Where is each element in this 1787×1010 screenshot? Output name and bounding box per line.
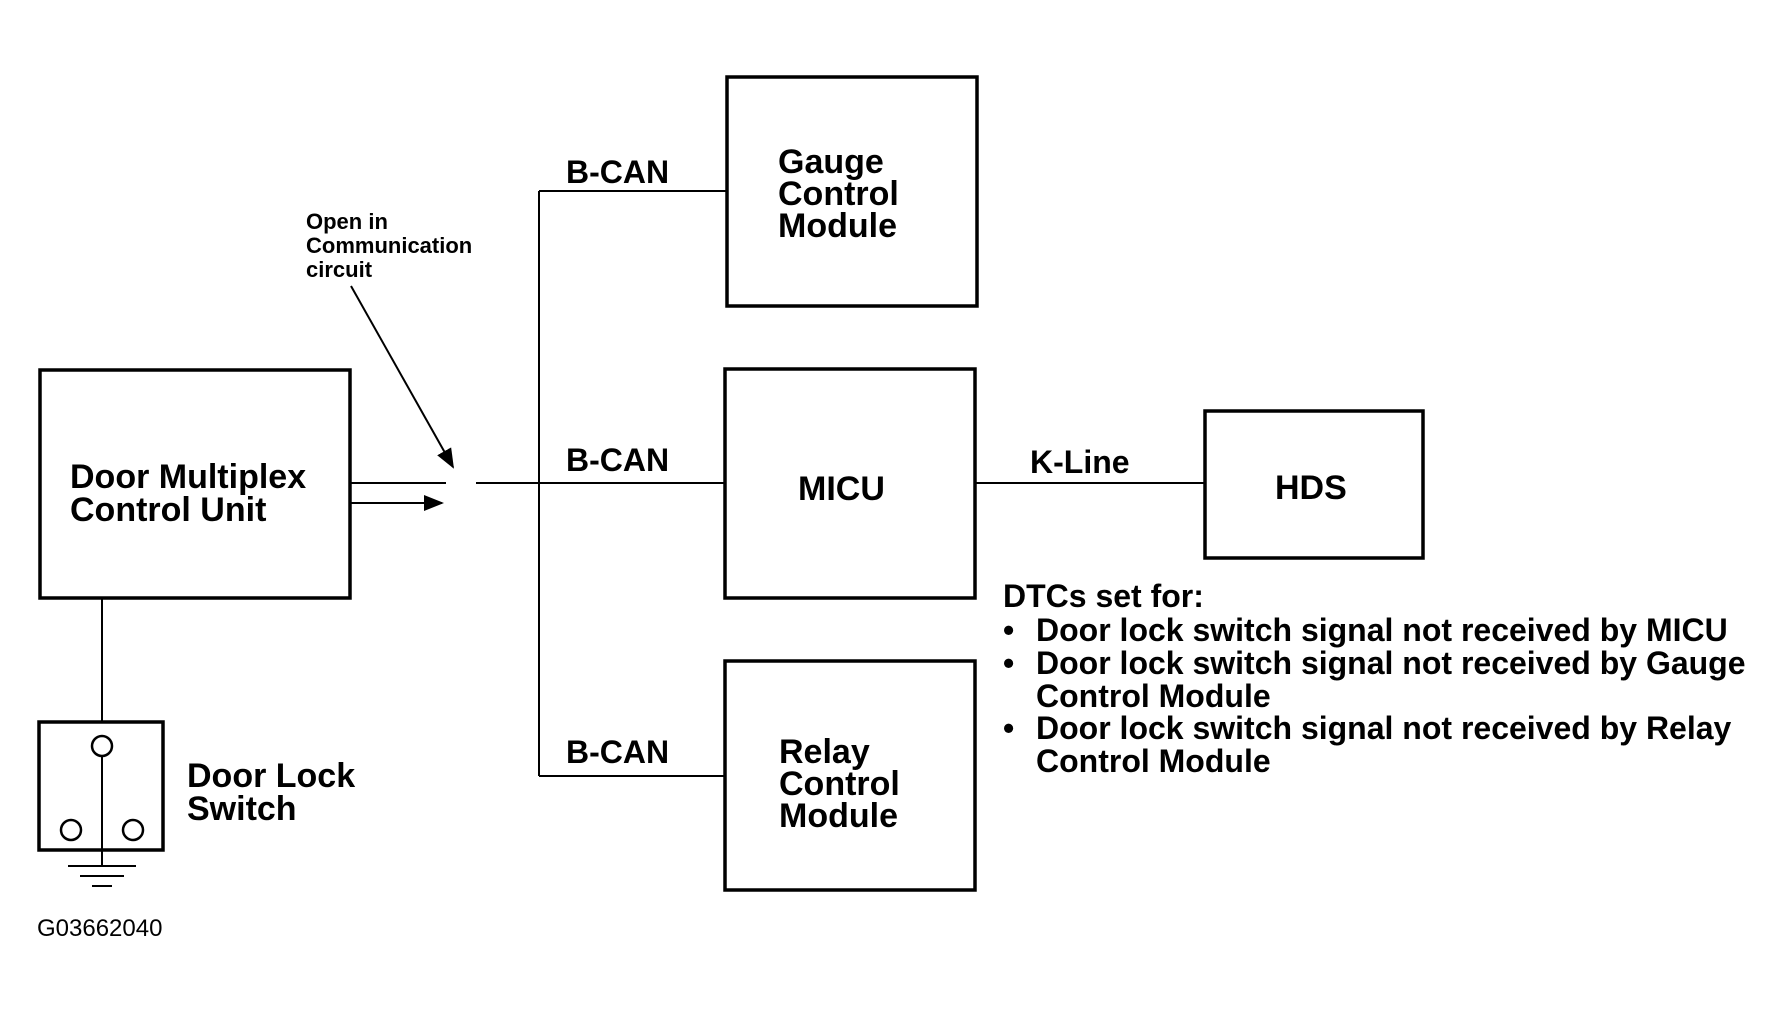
- door-multiplex-control-unit-label: Door Multiplex Control Unit: [70, 458, 316, 529]
- annotation-pointer-arrow: [350, 285, 454, 469]
- relay-control-module-label: Relay Control Module: [779, 733, 909, 835]
- switch-right-contact: [121, 818, 145, 842]
- hds-label: HDS: [1275, 469, 1347, 507]
- dtc-heading: DTCs set for:: [1003, 578, 1204, 614]
- switch-top-contact: [90, 734, 114, 758]
- dtc-item-1: Door lock switch signal not received by …: [1036, 612, 1728, 648]
- gauge-control-module-label: Gauge Control Module: [778, 143, 908, 245]
- kline-label: K-Line: [1030, 444, 1130, 480]
- dtc-bullet-2: •: [1003, 645, 1014, 681]
- bcan-label-middle: B-CAN: [566, 442, 669, 478]
- figure-code: G03662040: [37, 915, 162, 942]
- dtc-item-2: Door lock switch signal not received by …: [1036, 645, 1754, 714]
- switch-left-contact: [59, 818, 83, 842]
- hds-box: [1203, 409, 1425, 560]
- relay-control-module-box: [723, 659, 977, 892]
- door-lock-switch-label: Door Lock Switch: [187, 757, 365, 828]
- bcan-label-top: B-CAN: [566, 154, 669, 190]
- dtc-item-3: Door lock switch signal not received by …: [1036, 710, 1740, 779]
- door-multiplex-control-unit-box: [38, 368, 352, 600]
- bcan-label-bottom: B-CAN: [566, 734, 669, 770]
- dtc-bullet-3: •: [1003, 710, 1014, 746]
- open-circuit-annotation: Open in Communication circuit: [306, 209, 478, 282]
- ground-symbol: [68, 865, 136, 887]
- micu-label: MICU: [798, 470, 885, 508]
- dtc-bullet-1: •: [1003, 612, 1014, 648]
